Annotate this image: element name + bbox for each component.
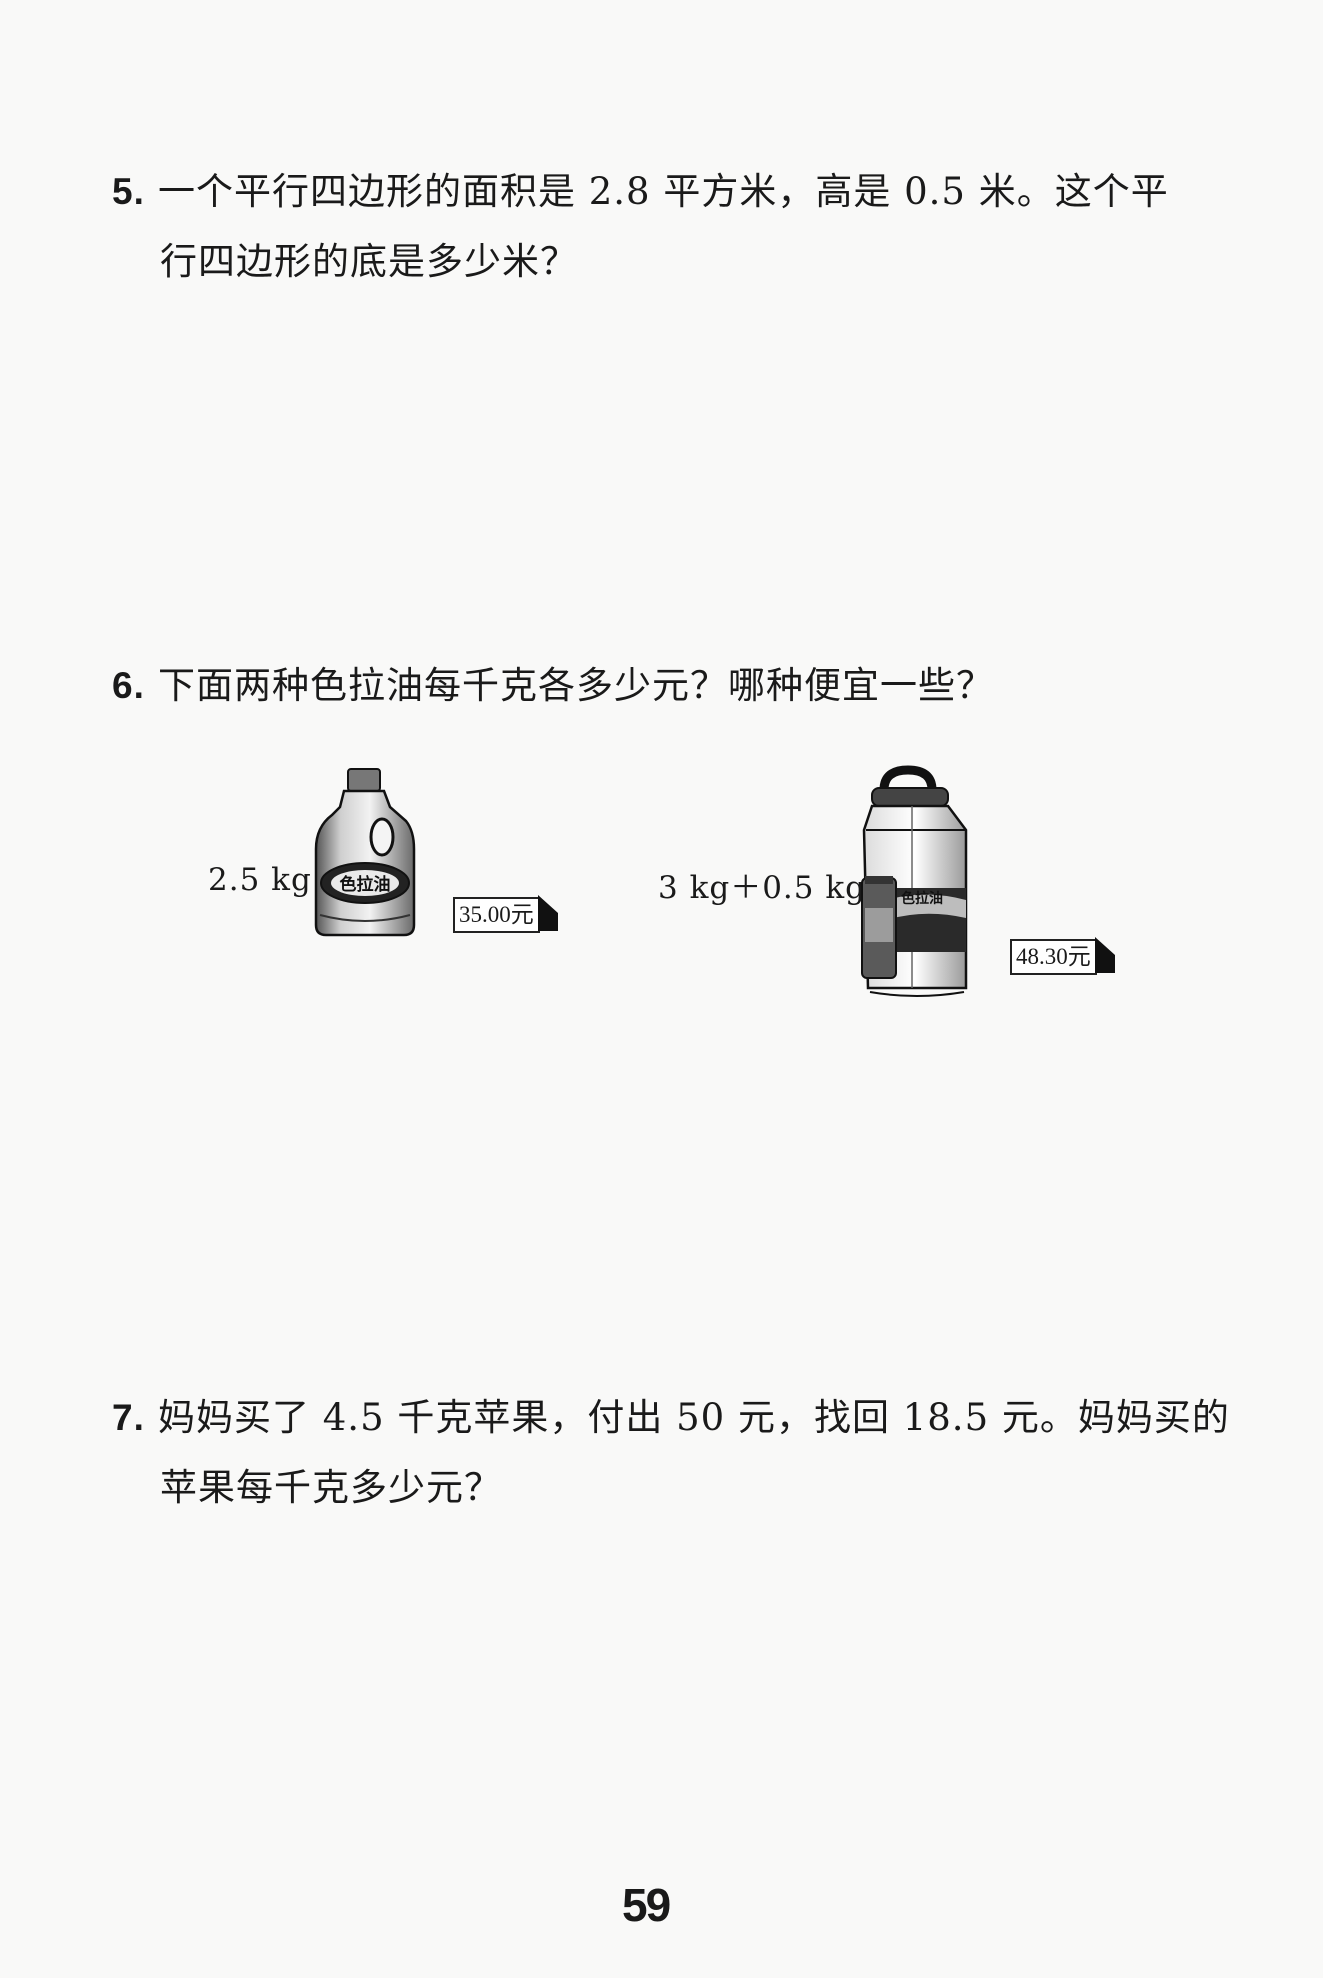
- oil-brand-label: 色拉油: [340, 874, 391, 895]
- problem-text-continued: 行四边形的底是多少米？: [160, 240, 578, 283]
- page-number: 59: [622, 1879, 671, 1931]
- problem-6: 6. 下面两种色拉油每千克各多少元？哪种便宜一些？: [112, 651, 1202, 721]
- price-tag-flag: [537, 895, 558, 931]
- price-value: 48.30元: [1010, 939, 1097, 975]
- problem-text: 一个平行四边形的面积是 2.8 平方米，高是 0.5 米。这个平: [158, 170, 1169, 213]
- price-tag: 48.30元: [1010, 937, 1115, 975]
- price-tag: 35.00元: [453, 895, 558, 933]
- problem-5: 5. 一个平行四边形的面积是 2.8 平方米，高是 0.5 米。这个平 行四边形的…: [112, 157, 1202, 297]
- problem-text: 下面两种色拉油每千克各多少元？哪种便宜一些？: [158, 664, 994, 707]
- oil-weight-label: 2.5 kg: [208, 862, 312, 898]
- problem-number: 6.: [112, 665, 145, 706]
- price-value: 35.00元: [453, 897, 540, 933]
- problem-7: 7. 妈妈买了 4.5 千克苹果，付出 50 元，找回 18.5 元。妈妈买的 苹…: [112, 1383, 1229, 1523]
- price-tag-flag: [1094, 937, 1115, 973]
- problem-number: 7.: [112, 1397, 145, 1438]
- problem-number: 5.: [112, 171, 145, 212]
- problem-text: 妈妈买了 4.5 千克苹果，付出 50 元，找回 18.5 元。妈妈买的: [158, 1396, 1230, 1439]
- oil-bottle-bundle-icon: 色拉油: [861, 765, 968, 997]
- oil-jug-icon: 色拉油: [314, 768, 416, 937]
- oil-brand-label: 色拉油: [901, 890, 943, 907]
- problem-text-continued: 苹果每千克多少元？: [160, 1466, 502, 1509]
- oil-weight-label: 3 kg＋0.5 kg: [658, 870, 866, 906]
